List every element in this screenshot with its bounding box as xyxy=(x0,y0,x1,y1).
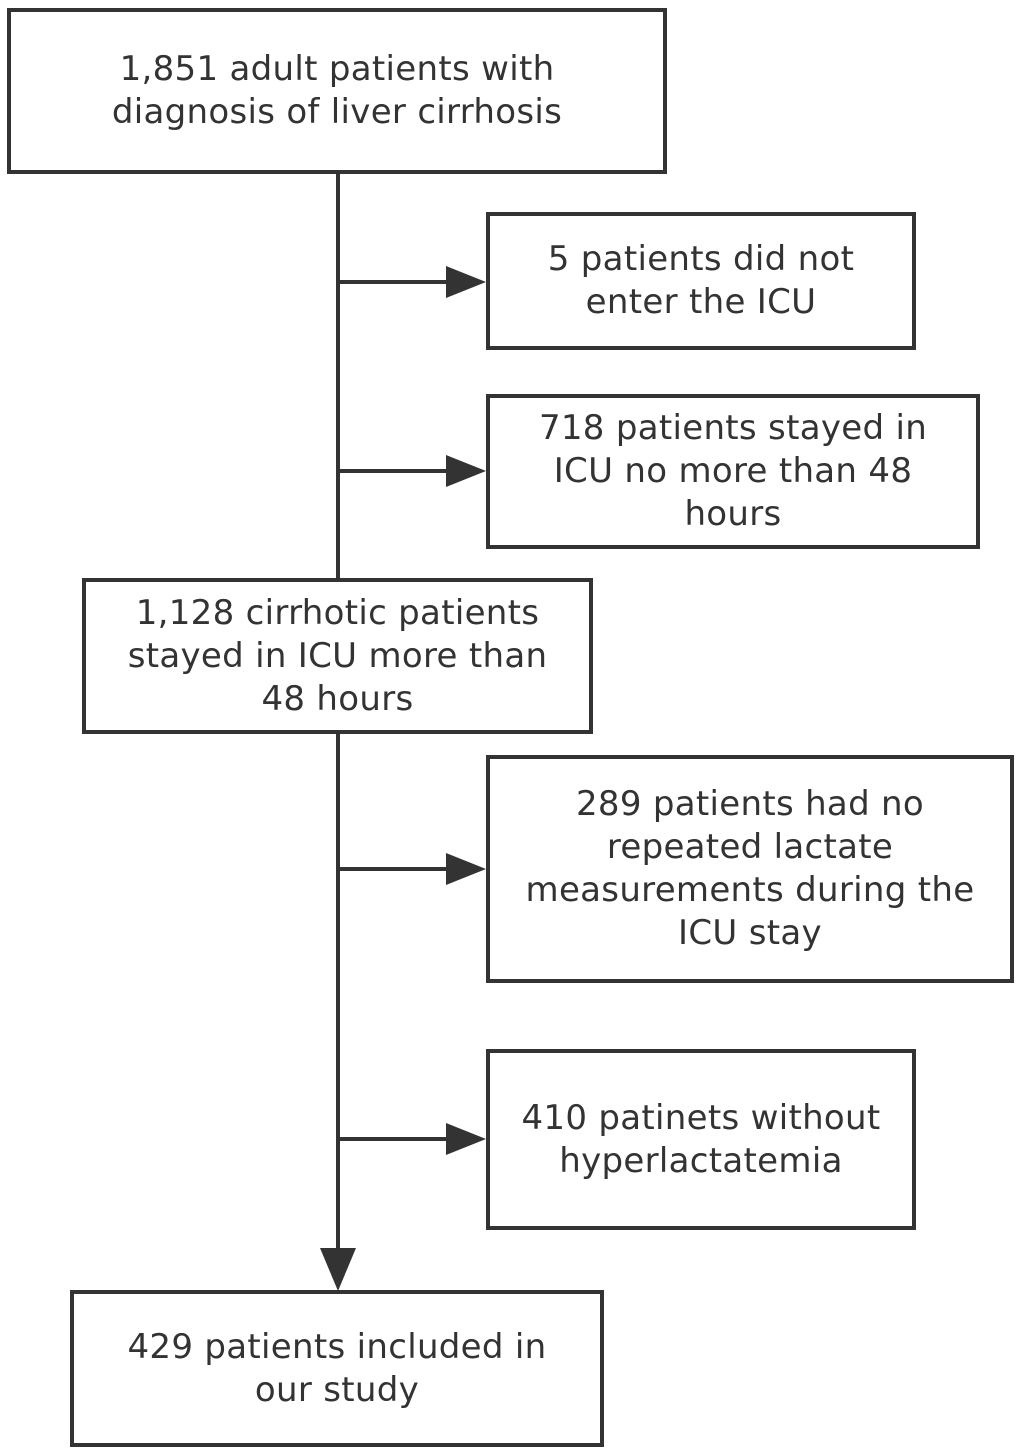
initial-cohort-text: 1,851 adult patients with diagnosis of l… xyxy=(111,49,563,132)
arrowhead-exclusion-4 xyxy=(446,1123,486,1155)
arrowhead-exclusion-1 xyxy=(446,266,486,298)
exclusion-box-no-repeated-lactate: 289 patients had no repeated lactate mea… xyxy=(486,755,1014,983)
exclusion-no-hyperlactatemia-text: 410 patinets without hyperlactatemia xyxy=(521,1097,881,1181)
final-cohort-text: 429 patients included in our study xyxy=(127,1326,547,1410)
exclusion-box-short-stay: 718 patients stayed in ICU no more than … xyxy=(486,394,980,549)
intermediate-cohort-text: 1,128 cirrhotic patients stayed in ICU m… xyxy=(127,592,548,719)
exclusion-no-repeated-lactate-text: 289 patients had no repeated lactate mea… xyxy=(525,784,975,953)
intermediate-cohort-box: 1,128 cirrhotic patients stayed in ICU m… xyxy=(82,578,593,734)
exclusion-box-no-icu: 5 patients did not enter the ICU xyxy=(486,212,916,350)
final-cohort-box: 429 patients included in our study xyxy=(70,1290,604,1447)
exclusion-no-icu-text: 5 patients did not enter the ICU xyxy=(547,239,855,322)
down-arrowhead xyxy=(320,1248,356,1291)
arrowhead-exclusion-2 xyxy=(446,455,486,487)
initial-cohort-box: 1,851 adult patients with diagnosis of l… xyxy=(7,8,667,174)
exclusion-box-no-hyperlactatemia: 410 patinets without hyperlactatemia xyxy=(486,1049,916,1230)
exclusion-short-stay-text: 718 patients stayed in ICU no more than … xyxy=(538,408,928,534)
arrowhead-exclusion-3 xyxy=(446,853,486,885)
